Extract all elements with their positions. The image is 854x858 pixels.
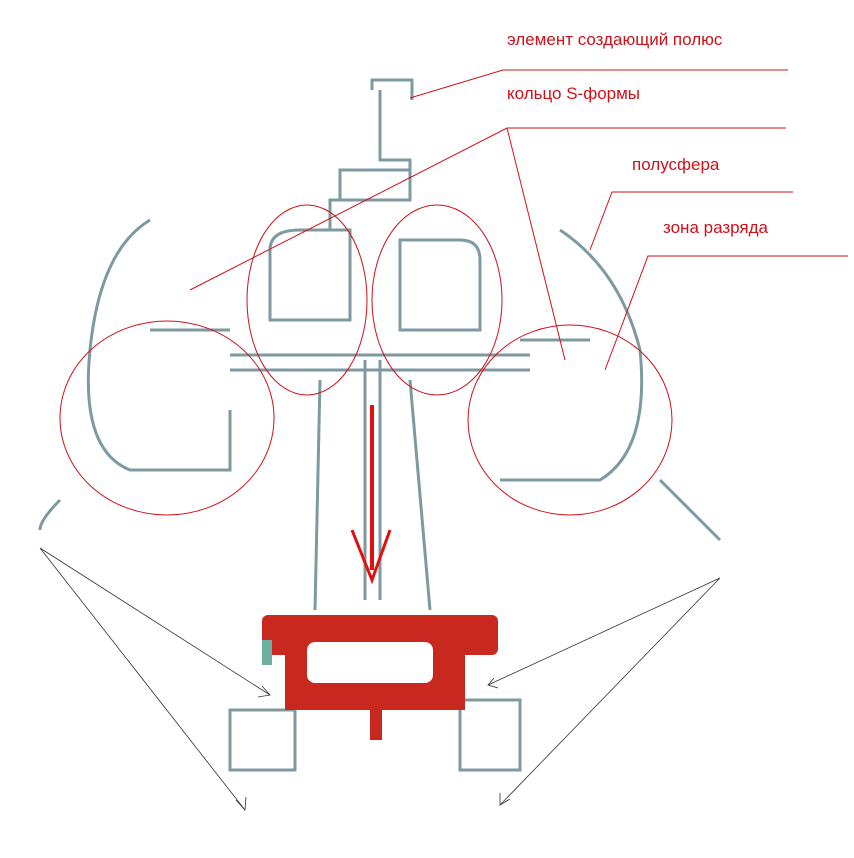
- label-hemisphere: полусфера: [632, 155, 720, 174]
- label-discharge-zone: зона разряда: [663, 218, 768, 237]
- s-ring-circle-left: [246, 204, 368, 396]
- pointer-arrows: [39, 547, 721, 811]
- label-s-ring: кольцо S-формы: [507, 84, 641, 103]
- annotation-lines: [59, 69, 848, 516]
- device-outline: [38, 78, 722, 772]
- hemisphere-circle-left: [59, 320, 275, 516]
- down-arrow: [350, 405, 392, 585]
- hemisphere-circle-right: [467, 324, 673, 516]
- base-component: [262, 615, 498, 740]
- label-pole-element: элемент создающий полюс: [507, 30, 723, 49]
- s-ring-circle-right: [371, 204, 503, 396]
